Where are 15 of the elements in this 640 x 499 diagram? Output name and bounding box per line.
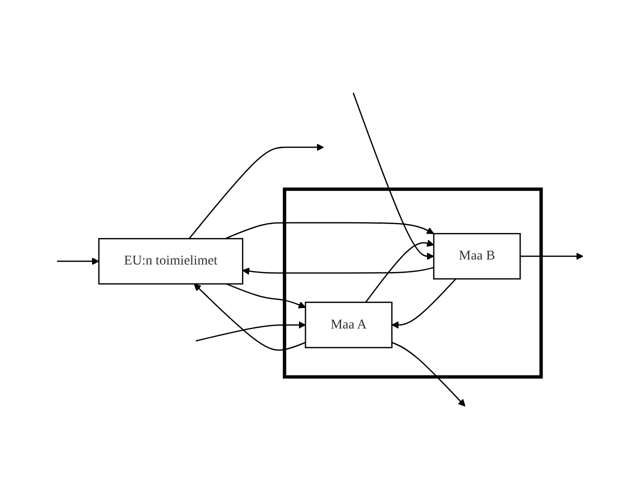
arrow [352,92,434,260]
arrow [194,284,306,351]
arrow [520,252,584,260]
arrow [225,222,434,240]
box: Maa A [304,302,392,348]
arrow [392,342,466,407]
arrow [188,144,324,239]
arrow [56,258,100,265]
box: Maa B [433,232,521,280]
arrow [365,240,434,303]
box: EU:n toimielimet [98,238,244,284]
arrow [242,266,434,275]
arrow [392,278,456,329]
arrow [196,321,306,342]
arrow [226,283,306,308]
